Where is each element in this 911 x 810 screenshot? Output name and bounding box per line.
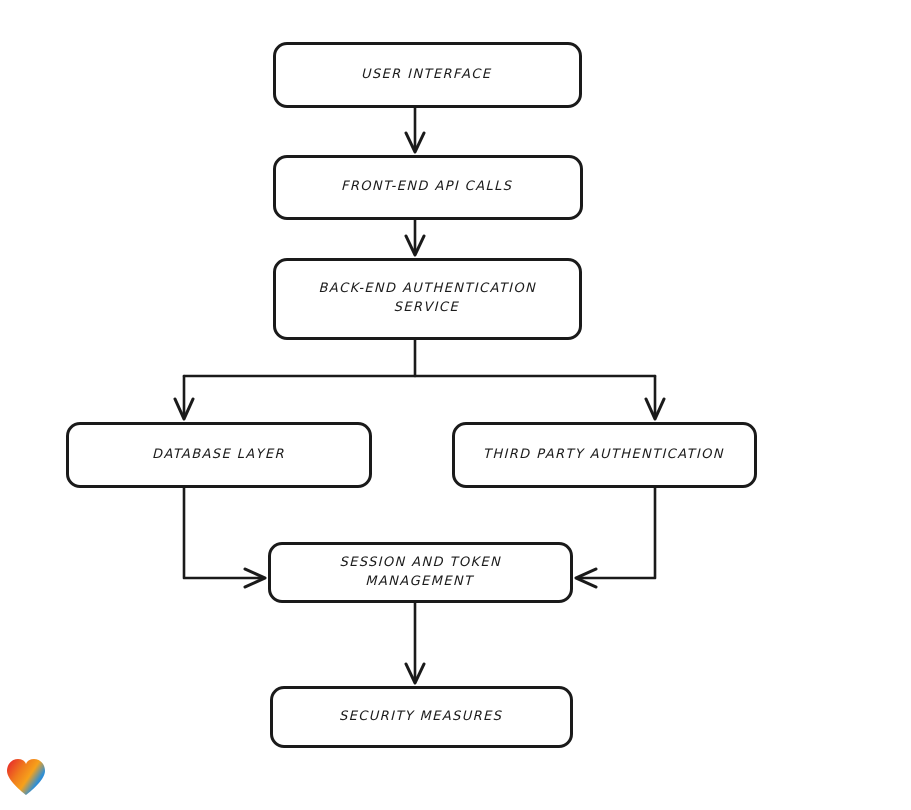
edge-backend-split-trunk bbox=[182, 338, 657, 378]
node-database-layer[interactable]: Database Layer bbox=[66, 422, 372, 488]
node-third-party-authentication[interactable]: Third Party Authentication bbox=[452, 422, 757, 488]
edge-session-to-security bbox=[404, 601, 426, 685]
edge-backend-to-database bbox=[173, 374, 195, 421]
heart-icon bbox=[7, 759, 45, 795]
edge-thirdparty-to-session bbox=[574, 486, 657, 589]
node-label-security-measures: Security Measures bbox=[339, 708, 504, 724]
node-label-session-and-token-management: Session and Token Management bbox=[339, 554, 503, 589]
node-label-front-end-api-calls: Front-end API Calls bbox=[341, 179, 515, 195]
edge-backend-to-thirdparty bbox=[644, 374, 666, 421]
node-session-and-token-management[interactable]: Session and Token Management bbox=[268, 542, 573, 603]
node-user-interface[interactable]: User Interface bbox=[273, 42, 582, 108]
edge-api-to-backend bbox=[404, 218, 426, 257]
node-label-third-party-authentication: Third Party Authentication bbox=[483, 446, 726, 462]
edge-database-to-session bbox=[182, 486, 267, 589]
node-label-user-interface: User Interface bbox=[361, 66, 494, 82]
node-back-end-authentication-service[interactable]: Back-end Authentication Service bbox=[273, 258, 582, 340]
node-label-database-layer: Database Layer bbox=[152, 446, 286, 462]
node-label-back-end-authentication-service: Back-end Authentication Service bbox=[318, 281, 538, 315]
node-front-end-api-calls[interactable]: Front-end API Calls bbox=[273, 155, 583, 220]
edge-ui-to-api bbox=[404, 106, 426, 154]
node-security-measures[interactable]: Security Measures bbox=[270, 686, 573, 748]
